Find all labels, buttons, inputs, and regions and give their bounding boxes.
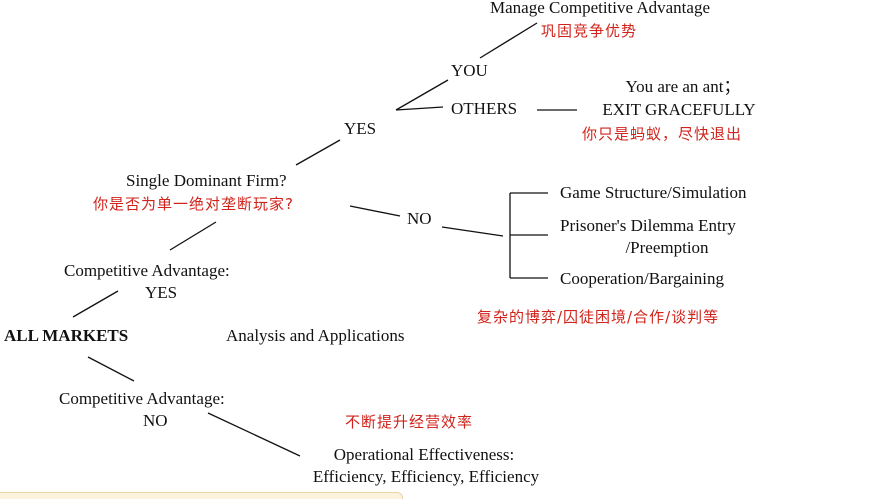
node-comp-adv-no: Competitive Advantage:	[59, 389, 225, 408]
annotation-operational-cn: 不断提升经营效率	[345, 413, 474, 431]
node-comp-adv-no-value: NO	[143, 411, 168, 430]
node-single-dominant: Single Dominant Firm?	[126, 171, 287, 190]
annotation-ant-cn: 你只是蚂蚁，尽快退出	[582, 125, 743, 143]
leaf-game-structure: Game Structure/Simulation	[560, 183, 747, 202]
node-manage-advantage: Manage Competitive Advantage	[490, 0, 710, 17]
node-you: YOU	[451, 61, 488, 80]
node-no-mid: NO	[407, 209, 432, 228]
connector-no-to-bracket	[441, 226, 504, 237]
connector-allmarkets-to-compyes	[72, 290, 119, 318]
connector-compyes-to-single	[169, 221, 217, 251]
node-all-markets: ALL MARKETS	[4, 326, 129, 345]
node-yes-upper: YES	[344, 119, 377, 138]
node-exit-gracefully: EXIT GRACEFULLY	[602, 100, 756, 119]
leaf-preemption: /Preemption	[625, 238, 709, 257]
node-ant-line1: You are an ant；	[625, 77, 741, 96]
node-comp-adv-yes: Competitive Advantage:	[64, 261, 230, 280]
connector-you-to-manage	[479, 22, 538, 59]
node-others: OTHERS	[451, 99, 518, 118]
connector-single-to-no	[349, 205, 401, 217]
label-analysis: Analysis and Applications	[226, 326, 405, 345]
node-efficiency: Efficiency, Efficiency, Efficiency	[312, 467, 540, 486]
annotation-single-dominant-cn: 你是否为单一绝对垄断玩家?	[93, 195, 294, 213]
leaf-prisoners-dilemma: Prisoner's Dilemma Entry	[560, 216, 736, 235]
bottom-panel-edge	[0, 492, 403, 499]
node-comp-adv-yes-value: YES	[145, 283, 178, 302]
node-operational-effectiveness: Operational Effectiveness:	[333, 445, 515, 464]
connector-yes-to-you	[395, 79, 449, 111]
leaf-cooperation: Cooperation/Bargaining	[560, 269, 724, 288]
connector-single-to-yes	[295, 139, 341, 166]
annotation-manage-advantage-cn: 巩固竞争优势	[541, 22, 638, 40]
annotation-game-cn: 复杂的博弈/囚徒困境/合作/谈判等	[477, 308, 720, 326]
connector-yes-to-others	[395, 106, 444, 111]
connector-compno-to-operational	[207, 412, 301, 457]
connector-allmarkets-to-compno	[87, 356, 135, 382]
